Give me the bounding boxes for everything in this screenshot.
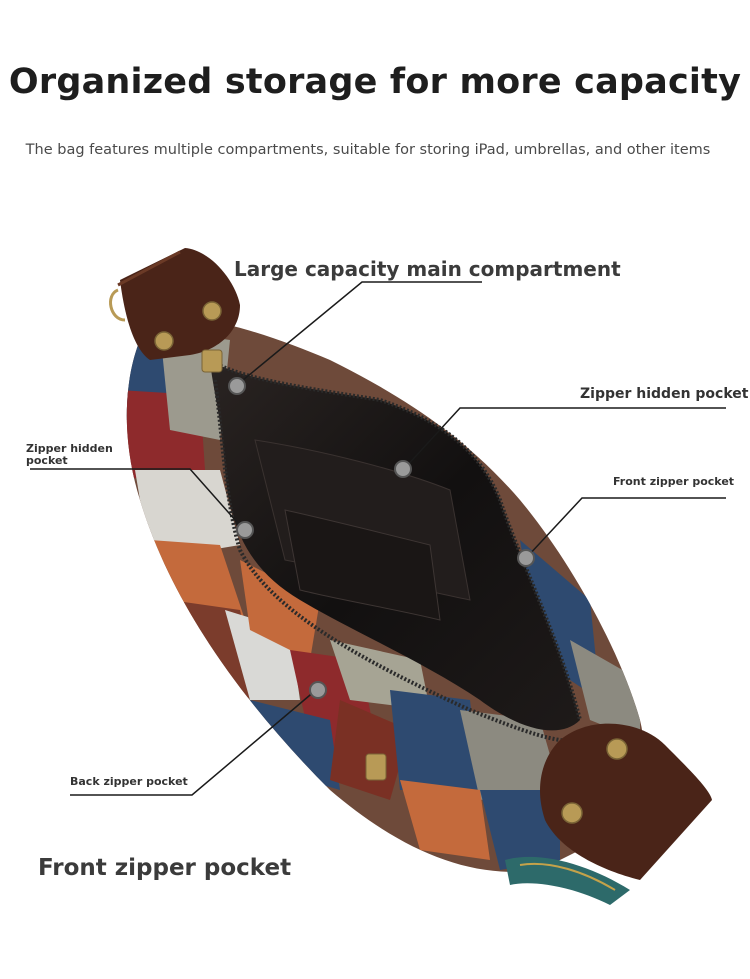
callout-zipper-hidden-left: Zipper hidden pocket — [26, 442, 113, 467]
dot-back-zipper — [309, 681, 327, 699]
callout-lines — [30, 281, 726, 796]
callout-main-compartment: Large capacity main compartment — [234, 257, 621, 281]
callout-front-zipper-large: Front zipper pocket — [38, 855, 292, 881]
strap-tab-top — [109, 248, 240, 360]
callout-front-zipper-small: Front zipper pocket — [613, 475, 735, 488]
callout-back-zipper: Back zipper pocket — [70, 775, 188, 788]
callout-zipper-hidden-right: Zipper hidden pocket — [580, 386, 749, 402]
dot-zipper-hidden-right — [394, 460, 412, 478]
strap-tab-bottom — [540, 723, 712, 880]
dot-main-compartment — [228, 377, 246, 395]
dot-zipper-hidden-left — [236, 521, 254, 539]
page-title: Organized storage for more capacity — [8, 62, 742, 102]
callout-dots — [228, 377, 535, 699]
page-subtitle: The bag features multiple compartments, … — [25, 142, 711, 158]
dot-front-zipper-small — [517, 549, 535, 567]
